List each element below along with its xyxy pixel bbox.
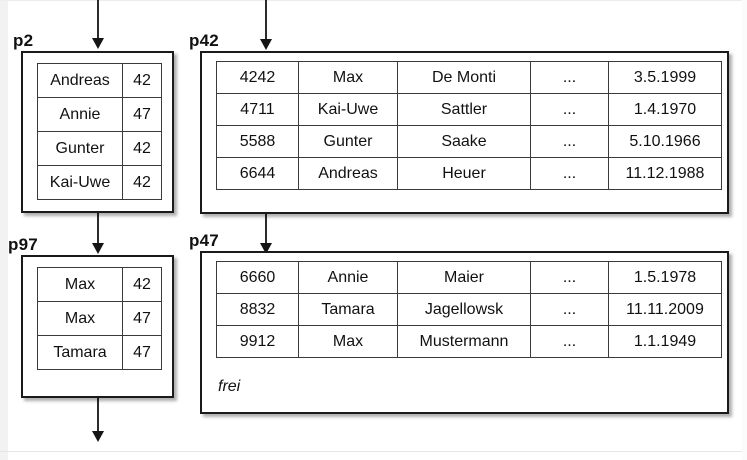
cell-value: 47 — [122, 301, 162, 336]
table-p97: Max 42 Max 47 Tamara 47 — [37, 267, 162, 370]
cell-lastname: Heuer — [397, 157, 531, 190]
block-label-p42: p42 — [189, 31, 219, 50]
cell-date: 5.10.1966 — [608, 125, 722, 158]
cell-key: Annie — [37, 97, 123, 132]
cell-firstname: Max — [298, 61, 398, 94]
table-row: 6644 Andreas Heuer ... 11.12.1988 — [216, 157, 722, 190]
cell-value: 42 — [122, 267, 162, 302]
cell-lastname: Mustermann — [397, 325, 531, 358]
cell-key: Andreas — [37, 63, 123, 98]
page-block-p2: Andreas 42 Annie 47 Gunter 42 Kai-Uwe 42 — [21, 51, 174, 213]
table-p42: 4242 Max De Monti ... 3.5.1999 4711 Kai-… — [216, 61, 722, 190]
free-space-label: frei — [218, 378, 241, 395]
cell-more: ... — [530, 125, 609, 158]
cell-id: 6644 — [216, 157, 299, 190]
arrow-head-icon — [92, 431, 104, 442]
table-row: 8832 Tamara Jagellowsk ... 11.11.2009 — [216, 293, 722, 326]
table-row: 5588 Gunter Saake ... 5.10.1966 — [216, 125, 722, 158]
cell-date: 1.5.1978 — [608, 261, 722, 294]
cell-value: 47 — [122, 97, 162, 132]
cell-id: 5588 — [216, 125, 299, 158]
cell-id: 4711 — [216, 93, 299, 126]
page-block-p97: Max 42 Max 47 Tamara 47 — [21, 255, 174, 398]
cell-firstname: Annie — [298, 261, 398, 294]
table-row: Andreas 42 — [37, 63, 162, 98]
page-edge-bottom — [0, 451, 747, 452]
table-row: 9912 Max Mustermann ... 1.1.1949 — [216, 325, 722, 358]
cell-more: ... — [530, 93, 609, 126]
cell-value: 42 — [122, 131, 162, 166]
cell-more: ... — [530, 293, 609, 326]
cell-key: Kai-Uwe — [37, 165, 123, 200]
block-label-p47: p47 — [189, 231, 219, 250]
block-label-p97: p97 — [8, 235, 38, 254]
arrow-head-icon — [92, 38, 104, 49]
page-block-p42: 4242 Max De Monti ... 3.5.1999 4711 Kai-… — [200, 51, 729, 214]
connector-shaft — [97, 212, 99, 244]
cell-lastname: Saake — [397, 125, 531, 158]
table-p47: 6660 Annie Maier ... 1.5.1978 8832 Tamar… — [216, 261, 722, 358]
cell-id: 4242 — [216, 61, 299, 94]
connector-shaft — [265, 0, 267, 40]
page-edge-top — [0, 0, 747, 1]
cell-lastname: Jagellowsk — [397, 293, 531, 326]
cell-date: 1.4.1970 — [608, 93, 722, 126]
block-label-p2: p2 — [13, 31, 34, 50]
cell-id: 6660 — [216, 261, 299, 294]
cell-firstname: Gunter — [298, 125, 398, 158]
table-row: 6660 Annie Maier ... 1.5.1978 — [216, 261, 722, 294]
connector-shaft — [97, 397, 99, 432]
connector-shaft — [97, 0, 99, 39]
cell-lastname: Maier — [397, 261, 531, 294]
cell-lastname: De Monti — [397, 61, 531, 94]
arrow-head-icon — [260, 243, 272, 254]
table-row: Kai-Uwe 42 — [37, 165, 162, 200]
cell-firstname: Tamara — [298, 293, 398, 326]
table-row: Tamara 47 — [37, 335, 162, 370]
arrow-head-icon — [92, 243, 104, 254]
table-row: Gunter 42 — [37, 131, 162, 166]
cell-more: ... — [530, 325, 609, 358]
cell-firstname: Kai-Uwe — [298, 93, 398, 126]
page-edge-right — [742, 0, 747, 460]
table-row: 4242 Max De Monti ... 3.5.1999 — [216, 61, 722, 94]
cell-value: 42 — [122, 63, 162, 98]
cell-value: 47 — [122, 335, 162, 370]
cell-date: 1.1.1949 — [608, 325, 722, 358]
cell-id: 8832 — [216, 293, 299, 326]
table-row: Max 47 — [37, 301, 162, 336]
table-row: Max 42 — [37, 267, 162, 302]
cell-date: 3.5.1999 — [608, 61, 722, 94]
page-gutter-left — [0, 0, 8, 460]
cell-key: Max — [37, 267, 123, 302]
cell-date: 11.12.1988 — [608, 157, 722, 190]
table-row: Annie 47 — [37, 97, 162, 132]
page-block-p47: 6660 Annie Maier ... 1.5.1978 8832 Tamar… — [200, 251, 729, 414]
cell-lastname: Sattler — [397, 93, 531, 126]
connector-shaft — [265, 213, 267, 244]
table-p2: Andreas 42 Annie 47 Gunter 42 Kai-Uwe 42 — [37, 63, 162, 200]
cell-value: 42 — [122, 165, 162, 200]
cell-date: 11.11.2009 — [608, 293, 722, 326]
cell-more: ... — [530, 157, 609, 190]
cell-firstname: Andreas — [298, 157, 398, 190]
cell-firstname: Max — [298, 325, 398, 358]
cell-more: ... — [530, 261, 609, 294]
arrow-head-icon — [260, 39, 272, 50]
cell-key: Max — [37, 301, 123, 336]
cell-more: ... — [530, 61, 609, 94]
cell-key: Tamara — [37, 335, 123, 370]
table-row: 4711 Kai-Uwe Sattler ... 1.4.1970 — [216, 93, 722, 126]
cell-key: Gunter — [37, 131, 123, 166]
cell-id: 9912 — [216, 325, 299, 358]
